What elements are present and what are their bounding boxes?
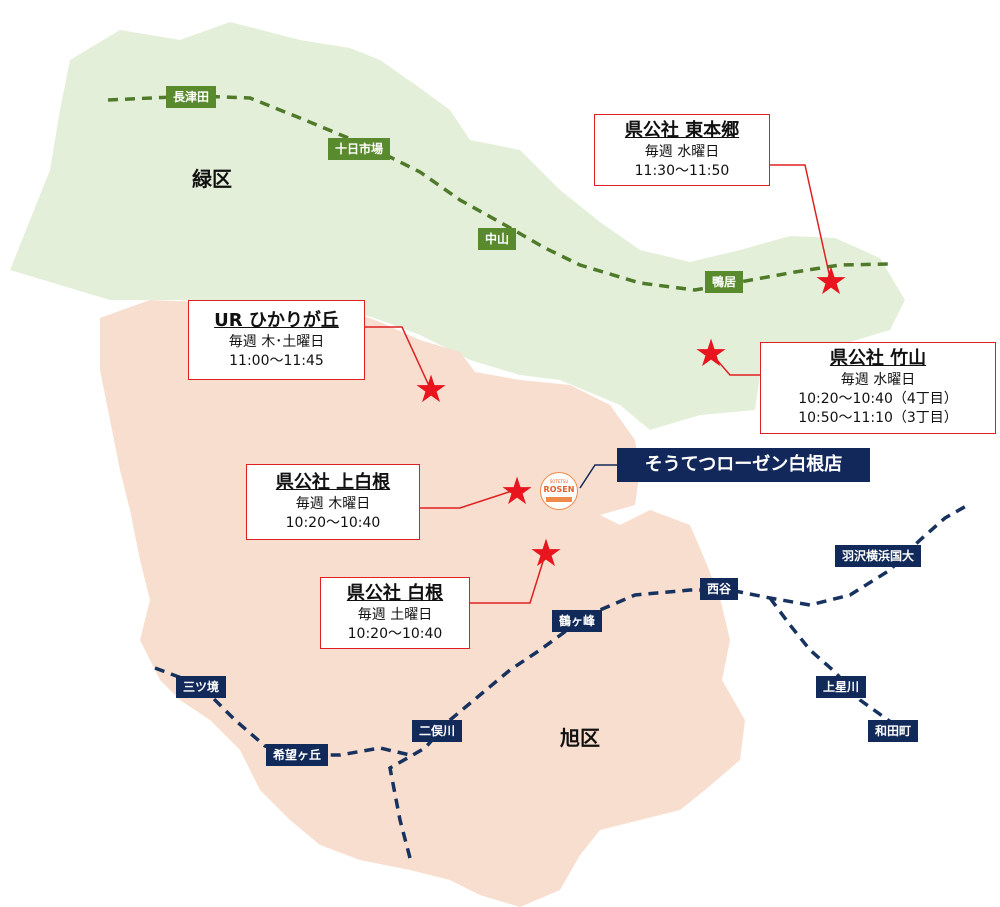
connector-shirane	[470, 554, 546, 604]
rosen-logo-bar	[546, 497, 572, 502]
station-kamihoshikawa: 上星川	[816, 676, 867, 698]
stop-star-higashihongo: ★	[813, 259, 849, 303]
station-tsurugamine: 鶴ヶ峰	[552, 610, 603, 632]
stop-star-shirane: ★	[528, 531, 564, 575]
stop-star-kamishirane: ★	[499, 469, 535, 513]
station-mitsukyo: 三ツ境	[176, 676, 227, 698]
station-tokaichiba: 十日市場	[328, 138, 391, 160]
stop-name: 県公社 東本郷	[624, 120, 740, 141]
station-nakayama: 中山	[478, 228, 517, 250]
stop-schedule: 毎週 木･土曜日	[228, 334, 325, 350]
station-wadamachi: 和田町	[868, 720, 919, 742]
callout-takeyama: 県公社 竹山 毎週 水曜日 10:20～10:40（4丁目） 10:50～11:…	[760, 342, 996, 434]
station-nagatsuta: 長津田	[166, 86, 217, 108]
callout-kamishirane: 県公社 上白根 毎週 木曜日 10:20～10:40	[246, 464, 420, 540]
store-label: そうてつローゼン白根店	[617, 448, 870, 482]
stop-schedule: 毎週 土曜日	[357, 607, 433, 623]
navy-rail-line-main	[388, 503, 969, 859]
stop-time: 11:30～11:50	[634, 163, 730, 179]
ward-label-asahi: 旭区	[560, 726, 600, 750]
stop-time: 11:00～11:45	[229, 353, 324, 369]
rosen-logo: SOTETSU ROSEN	[540, 472, 578, 510]
rosen-logo-top-text: SOTETSU	[549, 479, 569, 484]
midori-ward-area	[10, 22, 905, 430]
connector-kamishirane	[420, 489, 516, 509]
ward-label-midori: 緑区	[192, 167, 232, 191]
stop-name: UR ひかりが丘	[214, 310, 339, 331]
stop-name: 県公社 白根	[346, 583, 444, 604]
station-hazawa-yokohama-kokudai: 羽沢横浜国大	[835, 545, 922, 567]
stop-star-hikarigaoka: ★	[413, 367, 449, 411]
stop-schedule: 毎週 木曜日	[295, 496, 371, 512]
station-kamoi: 鴨居	[705, 271, 744, 293]
stop-star-takeyama: ★	[693, 331, 729, 375]
store-connector	[579, 464, 617, 489]
stop-name: 県公社 竹山	[829, 348, 927, 369]
navy-rail-line-east	[768, 596, 897, 727]
green-rail-line	[107, 94, 889, 292]
stop-time: 10:20～10:40	[285, 515, 381, 531]
callout-higashihongo: 県公社 東本郷 毎週 水曜日 11:30～11:50	[594, 114, 770, 186]
stop-time-4: 10:20～10:40（4丁目）	[798, 391, 958, 407]
rosen-logo-main-text: ROSEN	[543, 485, 575, 494]
station-futamatagawa: 二俣川	[412, 720, 463, 742]
stop-schedule: 毎週 水曜日	[644, 144, 720, 160]
connector-takeyama	[709, 351, 760, 376]
station-kibogaoka: 希望ヶ丘	[266, 744, 329, 766]
callout-connectors	[365, 164, 831, 604]
connector-higashihongo	[770, 164, 831, 279]
connector-hikarigaoka	[365, 326, 431, 389]
callout-hikarigaoka: UR ひかりが丘 毎週 木･土曜日 11:00～11:45	[188, 300, 365, 380]
callout-shirane: 県公社 白根 毎週 土曜日 10:20～10:40	[320, 577, 470, 649]
station-nishiya: 西谷	[700, 578, 739, 600]
stop-time: 10:20～10:40	[347, 626, 443, 642]
stop-schedule: 毎週 水曜日	[840, 372, 916, 388]
stop-time-3: 10:50～11:10（3丁目）	[798, 410, 958, 426]
stop-name: 県公社 上白根	[275, 472, 391, 493]
